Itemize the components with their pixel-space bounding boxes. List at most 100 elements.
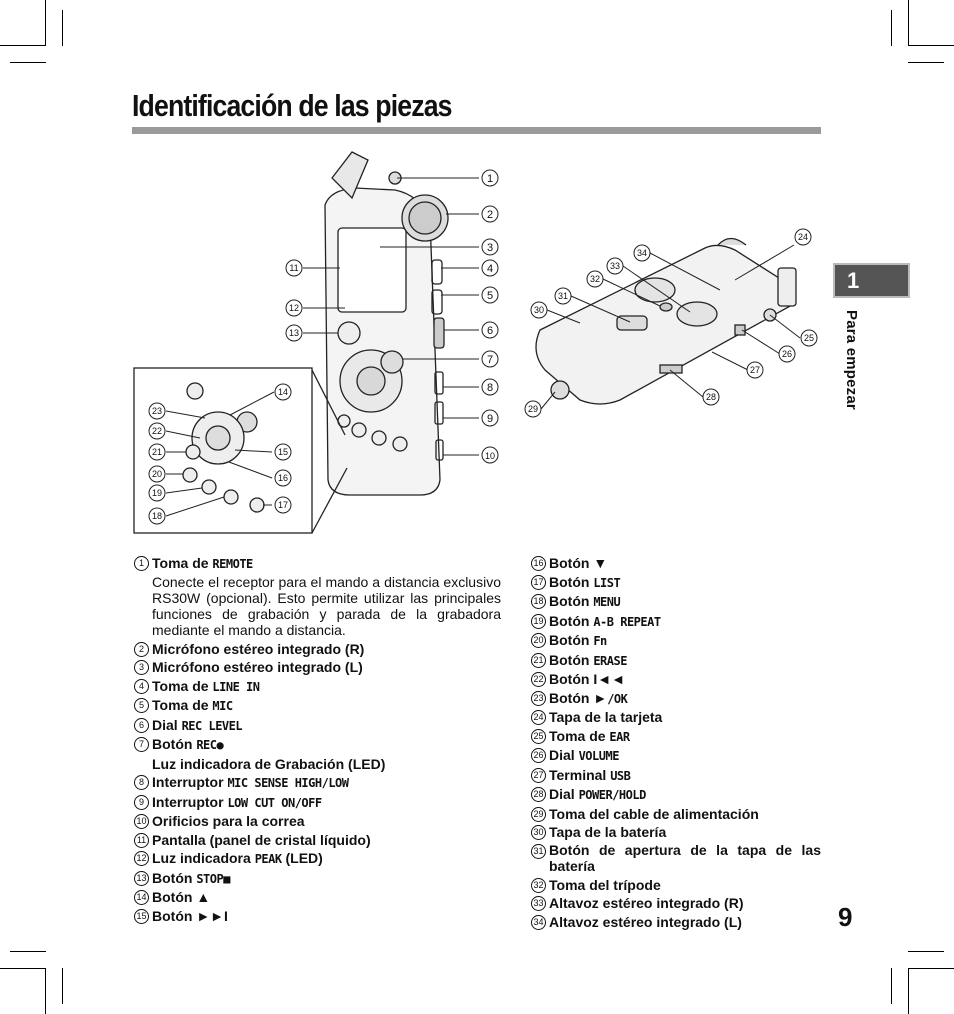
item-label: Interruptor bbox=[152, 793, 228, 810]
item-label: Botón bbox=[549, 612, 594, 629]
item-code: REC● bbox=[196, 738, 224, 752]
item-label: Altavoz estéreo integrado (R) bbox=[549, 895, 744, 911]
callout-13: 13 bbox=[285, 324, 303, 342]
item-label: Botón ►►I bbox=[152, 907, 228, 924]
crop-mark bbox=[0, 968, 46, 969]
item-code: POWER/HOLD bbox=[578, 788, 647, 802]
item-number-badge: 9 bbox=[134, 794, 149, 810]
power-jack bbox=[550, 380, 570, 400]
device-diagram: 1 2 3 4 5 6 7 8 9 10 11 12 13 14 15 16 1… bbox=[133, 151, 818, 534]
item-label: Botón bbox=[152, 869, 197, 886]
item-code: ERASE bbox=[593, 653, 627, 668]
item-number-badge: 1 bbox=[134, 556, 149, 571]
item-label: Toma de bbox=[152, 697, 213, 713]
item-number-badge: 2 bbox=[134, 641, 149, 657]
svg-text:17: 17 bbox=[278, 500, 288, 510]
crop-mark bbox=[908, 62, 944, 63]
item-label: Botón de apertura de la tapa de las bate… bbox=[549, 841, 821, 874]
item-code: A-B REPEAT bbox=[593, 614, 661, 629]
item-code: LIST bbox=[593, 575, 621, 590]
item-number-badge: 4 bbox=[134, 678, 149, 694]
item-label: Interruptor bbox=[152, 774, 228, 790]
callout-17: 17 bbox=[274, 496, 292, 514]
item-code: LINE IN bbox=[212, 679, 260, 694]
svg-text:10: 10 bbox=[485, 451, 495, 461]
item-label: Micrófono estéreo integrado (L) bbox=[152, 659, 363, 675]
callout-4: 4 bbox=[481, 259, 499, 277]
crop-mark bbox=[10, 62, 46, 63]
callout-7: 7 bbox=[481, 350, 499, 368]
callout-5: 5 bbox=[481, 286, 499, 304]
crop-mark bbox=[891, 968, 892, 1004]
crop-mark bbox=[45, 0, 46, 46]
crop-mark bbox=[0, 45, 46, 46]
page-number: 9 bbox=[838, 902, 853, 932]
item-code: REMOTE bbox=[212, 557, 253, 571]
item-code: LOW CUT ON/OFF bbox=[227, 795, 322, 810]
item-7-subtext: Luz indicadora de Grabación (LED) bbox=[152, 755, 386, 772]
callout-33: 33 bbox=[606, 257, 624, 275]
item-1-description: Conecte el receptor para el mando a dist… bbox=[152, 573, 501, 638]
item-number-badge: 14 bbox=[134, 890, 149, 905]
item-label: Altavoz estéreo integrado (L) bbox=[549, 913, 742, 930]
svg-text:16: 16 bbox=[278, 473, 288, 483]
svg-text:13: 13 bbox=[289, 328, 299, 338]
svg-text:20: 20 bbox=[152, 469, 162, 479]
callout-15: 15 bbox=[274, 443, 292, 461]
item-label: Toma de bbox=[549, 727, 610, 744]
item-number-badge: 12 bbox=[134, 851, 149, 866]
item-label: Terminal bbox=[549, 766, 611, 783]
item-label: Botón ► bbox=[549, 689, 608, 706]
item-number-badge: 7 bbox=[134, 737, 149, 752]
item-number-badge: 5 bbox=[134, 698, 149, 713]
item-number-badge: 8 bbox=[134, 775, 149, 790]
item-number-badge: 15 bbox=[134, 908, 149, 924]
svg-text:4: 4 bbox=[487, 263, 493, 275]
callout-21: 21 bbox=[148, 443, 166, 461]
crop-mark bbox=[908, 968, 909, 1014]
item-number-badge: 27 bbox=[531, 767, 546, 783]
svg-text:29: 29 bbox=[528, 404, 538, 414]
item-label: Botón bbox=[549, 593, 594, 609]
callout-28: 28 bbox=[702, 388, 720, 406]
crop-mark bbox=[10, 951, 46, 952]
item-number-badge: 16 bbox=[531, 556, 546, 571]
item-number-badge: 21 bbox=[531, 652, 546, 668]
callout-12: 12 bbox=[285, 299, 303, 317]
callout-32: 32 bbox=[586, 270, 604, 288]
chapter-tab: 1 bbox=[833, 263, 910, 298]
item-label: Toma del cable de alimentación bbox=[549, 805, 759, 822]
item-label: Toma de bbox=[152, 677, 213, 694]
svg-text:24: 24 bbox=[798, 232, 808, 242]
svg-text:15: 15 bbox=[278, 447, 288, 457]
lcd-screen bbox=[337, 227, 407, 313]
callout-16: 16 bbox=[274, 469, 292, 487]
item-number-badge: 34 bbox=[531, 914, 546, 930]
item-label: Toma del trípode bbox=[549, 876, 661, 893]
crop-mark bbox=[891, 10, 892, 46]
item-code: MIC bbox=[212, 699, 233, 713]
item-label: Botón bbox=[549, 573, 594, 590]
callout-34: 34 bbox=[633, 244, 651, 262]
crop-mark bbox=[45, 968, 46, 1014]
item-number-badge: 20 bbox=[531, 633, 546, 648]
callout-9: 9 bbox=[481, 409, 499, 427]
callout-8: 8 bbox=[481, 378, 499, 396]
